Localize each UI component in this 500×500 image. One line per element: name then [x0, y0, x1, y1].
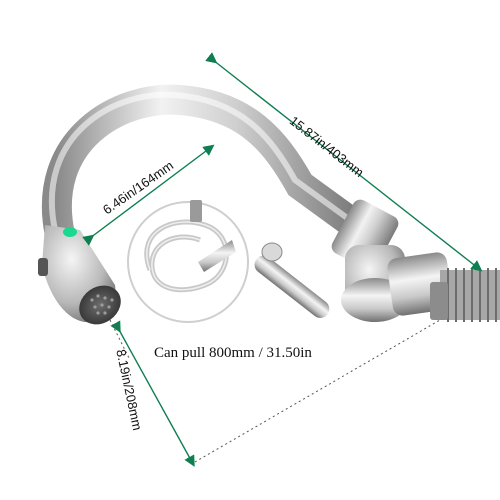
spray-face — [79, 285, 121, 325]
spray-head — [38, 225, 121, 325]
mounting-shank — [430, 268, 500, 322]
dim-line-spout-reach — [205, 52, 483, 272]
faucet-handle — [254, 242, 330, 318]
dim-extension-bottom — [194, 319, 441, 463]
hose-length-caption: Can pull 800mm / 31.50in — [154, 345, 312, 361]
indicator-light — [63, 227, 77, 237]
spray-toggle-button — [38, 258, 48, 276]
hose-inset — [127, 200, 249, 323]
dim-line-head-to-neck — [82, 144, 215, 246]
dim-line-head-height — [110, 320, 195, 467]
